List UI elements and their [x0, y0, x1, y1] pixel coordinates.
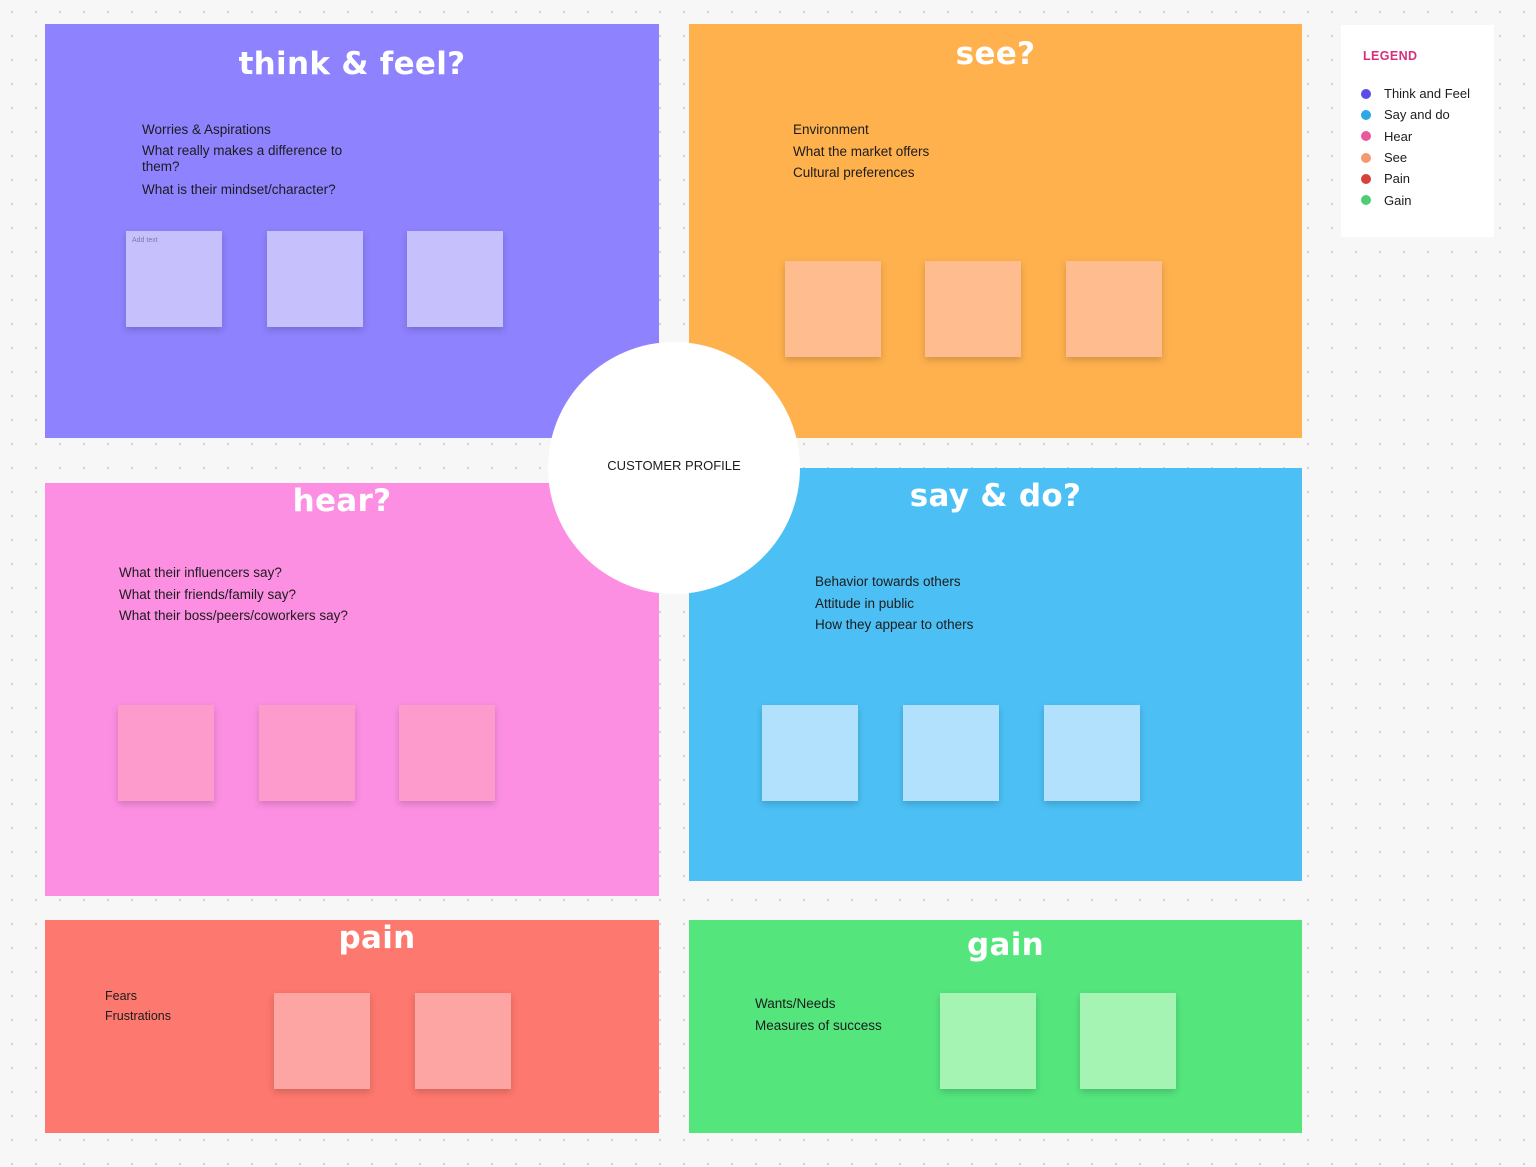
prompt-item: Attitude in public	[815, 595, 915, 611]
circle-dot-icon	[1361, 131, 1371, 142]
prompt-item: What the market offers	[793, 143, 930, 159]
customer-profile-label: CUSTOMER PROFILE	[607, 457, 741, 473]
quadrant-title-say-do: say & do?	[909, 478, 1082, 514]
sticky-note-placeholder: Add text	[132, 237, 158, 244]
sticky-note[interactable]	[785, 261, 881, 357]
prompt-item: Measures of success	[755, 1017, 882, 1033]
legend-item-label: Pain	[1384, 171, 1411, 187]
sticky-note[interactable]	[925, 261, 1021, 357]
prompt-item: Frustrations	[105, 1009, 171, 1023]
sticky-note[interactable]	[1080, 993, 1176, 1089]
prompt-list-think-feel: Worries & Aspirations What really makes …	[142, 119, 372, 200]
legend-item-think-feel: Think and Feel	[1361, 83, 1470, 104]
quadrant-see[interactable]: see? Environment What the market offers …	[689, 24, 1302, 438]
sticky-note[interactable]	[1066, 261, 1162, 357]
prompt-item: What is their mindset/character?	[142, 181, 336, 197]
prompt-item: Cultural preferences	[793, 165, 915, 180]
quadrant-think-feel[interactable]: think & feel? Worries & Aspirations What…	[45, 24, 659, 438]
sticky-note[interactable]	[415, 993, 511, 1089]
prompt-item: What their influencers say?	[119, 565, 282, 580]
quadrant-gain[interactable]: gain Wants/Needs Measures of success	[689, 920, 1302, 1133]
circle-dot-icon	[1361, 152, 1371, 163]
legend-item-label: Think and Feel	[1384, 86, 1470, 102]
circle-dot-icon	[1361, 173, 1371, 184]
legend-panel[interactable]: LEGEND Think and Feel Say and do Hear Se…	[1341, 25, 1494, 237]
sticky-note[interactable]	[407, 231, 503, 327]
legend-item-say-do: Say and do	[1361, 104, 1470, 125]
sticky-note[interactable]: Add text	[126, 231, 222, 327]
prompt-list-gain: Wants/Needs Measures of success	[755, 993, 882, 1036]
sticky-note[interactable]	[399, 705, 495, 801]
sticky-note[interactable]	[267, 231, 363, 327]
sticky-note[interactable]	[903, 705, 999, 801]
quadrant-hear[interactable]: hear? What their influencers say? What t…	[45, 483, 659, 896]
legend-item-label: Gain	[1384, 192, 1412, 208]
legend-item-label: Say and do	[1384, 107, 1450, 123]
quadrant-title-think-feel: think & feel?	[238, 46, 466, 82]
customer-profile-circle[interactable]: CUSTOMER PROFILE	[548, 342, 800, 594]
prompt-item: Fears	[105, 989, 137, 1003]
prompt-item: What their friends/family say?	[119, 586, 297, 602]
legend-item-pain: Pain	[1361, 168, 1470, 189]
sticky-note[interactable]	[1044, 705, 1140, 801]
prompt-item: Behavior towards others	[815, 574, 961, 589]
legend-title: LEGEND	[1363, 49, 1418, 63]
prompt-list-see: Environment What the market offers Cultu…	[793, 119, 929, 184]
sticky-note[interactable]	[762, 705, 858, 801]
circle-dot-icon	[1361, 195, 1371, 206]
prompt-list-say-do: Behavior towards others Attitude in publ…	[815, 571, 973, 636]
legend-item-see: See	[1361, 147, 1470, 168]
sticky-note[interactable]	[118, 705, 214, 801]
sticky-note[interactable]	[259, 705, 355, 801]
prompt-list-hear: What their influencers say? What their f…	[119, 562, 348, 627]
prompt-item: How they appear to others	[815, 617, 974, 632]
sticky-note[interactable]	[940, 993, 1036, 1089]
prompt-item: Wants/Needs	[755, 996, 836, 1011]
legend-item-label: See	[1384, 150, 1408, 166]
prompt-item: What really makes a difference to them?	[142, 142, 343, 175]
legend-item-label: Hear	[1384, 128, 1413, 144]
quadrant-title-see: see?	[955, 36, 1036, 72]
legend-item-hear: Hear	[1361, 126, 1470, 147]
circle-dot-icon	[1361, 88, 1371, 99]
quadrant-title-pain: pain	[338, 920, 416, 956]
prompt-list-pain: Fears Frustrations	[105, 986, 171, 1026]
prompt-item: Worries & Aspirations	[142, 122, 271, 137]
quadrant-title-gain: gain	[966, 927, 1044, 963]
legend-item-gain: Gain	[1361, 189, 1470, 210]
quadrant-title-hear: hear?	[292, 483, 392, 519]
legend-list: Think and Feel Say and do Hear See Pain …	[1361, 83, 1470, 211]
quadrant-pain[interactable]: pain Fears Frustrations	[45, 920, 659, 1133]
prompt-item: Environment	[793, 122, 869, 137]
sticky-note[interactable]	[274, 993, 370, 1089]
prompt-item: What their boss/peers/coworkers say?	[119, 608, 348, 623]
quadrant-say-do[interactable]: say & do? Behavior towards others Attitu…	[689, 468, 1302, 881]
circle-dot-icon	[1361, 109, 1371, 120]
